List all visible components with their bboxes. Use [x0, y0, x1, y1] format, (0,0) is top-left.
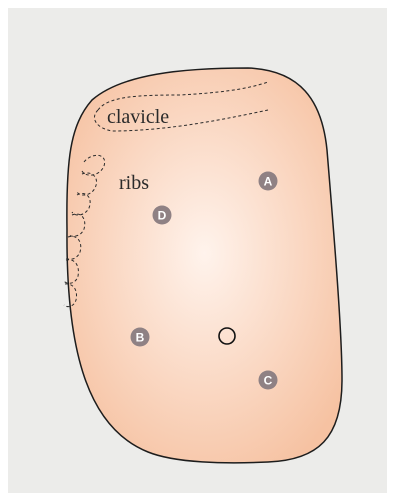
svg-text:A: A	[264, 175, 273, 189]
marker-c: C	[259, 371, 278, 390]
marker-d: D	[153, 206, 172, 225]
svg-text:C: C	[264, 374, 273, 388]
svg-text:D: D	[158, 209, 167, 223]
marker-b: B	[131, 328, 150, 347]
ribs-label: ribs	[119, 172, 149, 194]
clavicle-label: clavicle	[107, 106, 169, 128]
marker-a: A	[259, 172, 278, 191]
svg-text:B: B	[136, 331, 145, 345]
